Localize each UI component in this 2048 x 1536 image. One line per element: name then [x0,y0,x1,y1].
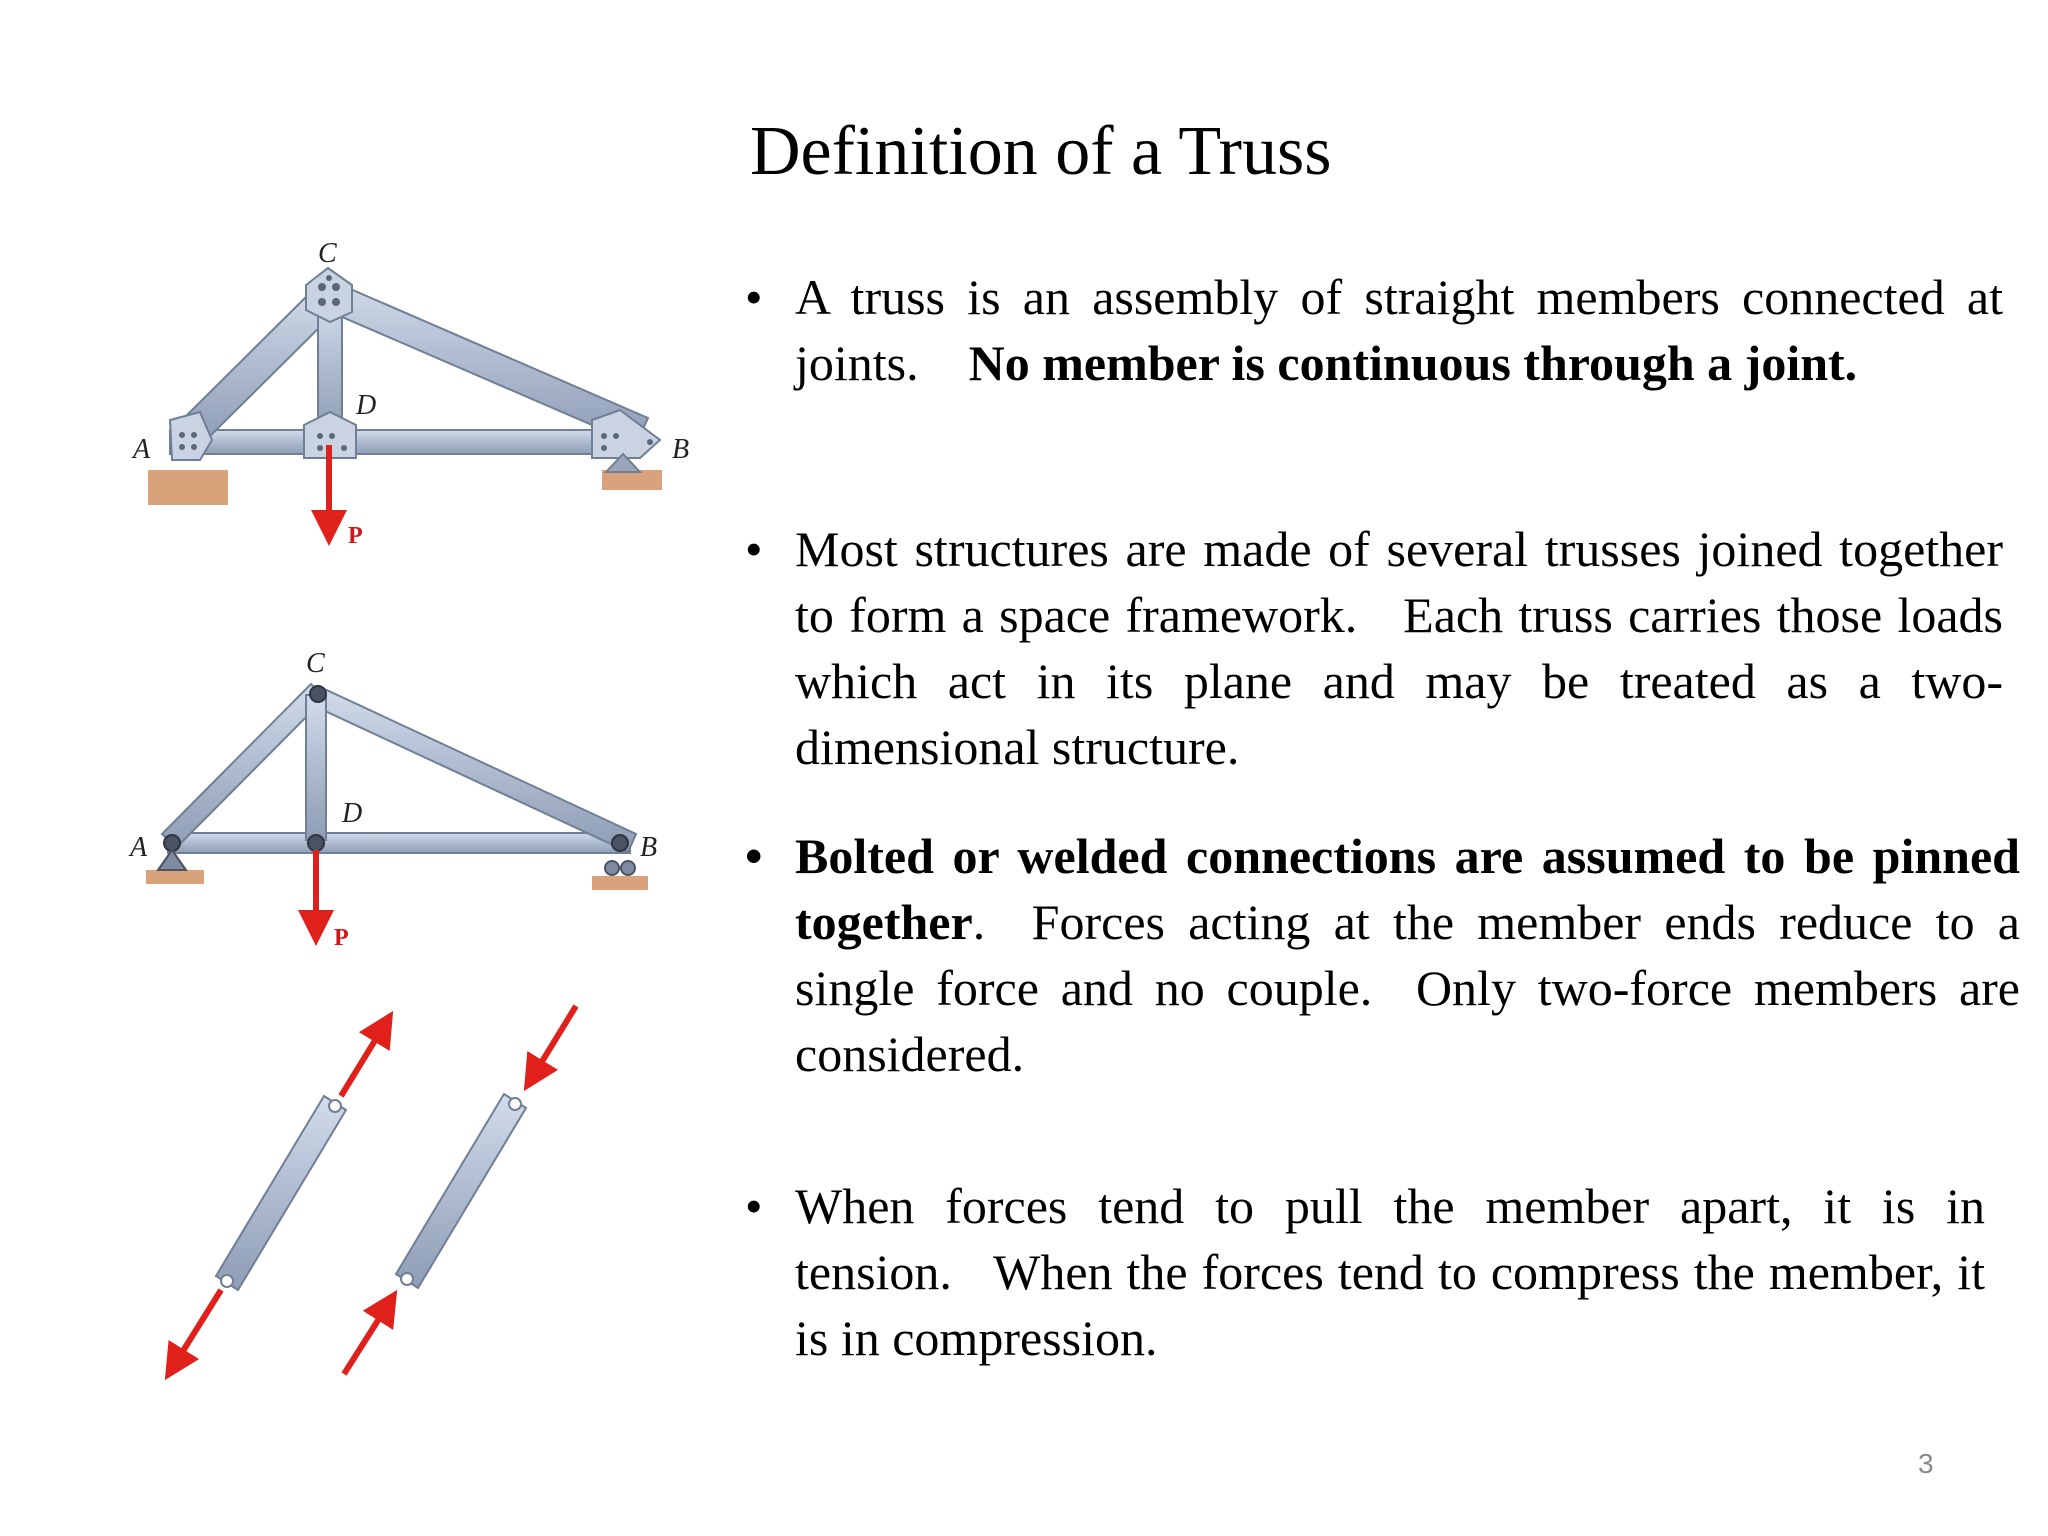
truss-pinned-figure: C D A B P [128,648,657,951]
compression-arrow-top [523,1004,579,1092]
member-compression [394,1092,528,1290]
bullet-text: When forces tend to pull the member apar… [795,1178,1985,1366]
member-ac [160,682,327,850]
support-b [592,876,648,890]
bullet-marker: • [745,521,763,577]
gusset-b [591,408,662,459]
roller-b [603,452,643,473]
member-bottom-chord [167,832,631,854]
pin-d [307,834,325,852]
label-d: D [341,798,362,829]
truss-figures: C D A B P C [128,238,689,1381]
pin-c [309,685,327,703]
bullet-marker: • [745,1178,763,1234]
bullet-text: Most structures are made of several trus… [795,521,2003,775]
roller-b-left [604,860,620,876]
member-tension [214,1094,348,1292]
bullet-pinned-connections: • Bolted or welded connections are assum… [745,823,2020,1087]
member-in-tension-figure [164,1010,394,1381]
pin-hole-bottom [400,1272,414,1286]
label-p: P [348,523,363,549]
bullet-text: A truss is an assembly of straight membe… [795,269,2003,391]
support-a [148,470,228,505]
pin-hole-bottom [220,1274,234,1288]
roller-b-right [620,860,636,876]
support-b [602,470,662,490]
label-a: A [131,434,151,465]
member-cd [305,694,327,841]
bullet-truss-definition: • A truss is an assembly of straight mem… [745,264,2003,396]
bullet-marker: • [745,828,763,884]
label-d: D [355,390,376,421]
pin-b [611,834,629,852]
bullet-space-framework: • Most structures are made of several tr… [745,516,2003,780]
page-number: 3 [1918,1448,1934,1479]
gusset-c [305,266,353,324]
label-c: C [306,648,325,679]
tension-arrow-top [338,1010,394,1098]
label-a: A [128,832,148,863]
bullet-marker: • [745,269,763,325]
truss-gusset-figure: C D A B P [131,238,689,549]
pin-hole-top [328,1099,342,1113]
member-bottom-chord [169,429,641,455]
tension-arrow-bottom [164,1288,224,1381]
support-a [146,870,204,884]
label-b: B [640,832,657,863]
label-p: P [334,925,349,951]
bullet-tension-compression: • When forces tend to pull the member ap… [745,1173,1985,1371]
member-in-compression-figure [341,1004,579,1376]
pin-hole-top [508,1097,522,1111]
label-c: C [318,238,337,269]
pin-support-a [156,848,188,871]
label-b: B [672,434,689,465]
compression-arrow-bottom [341,1289,398,1376]
slide-title: Definition of a Truss [750,113,1332,190]
bullet-text: Bolted or welded connections are assumed… [795,828,2021,1082]
